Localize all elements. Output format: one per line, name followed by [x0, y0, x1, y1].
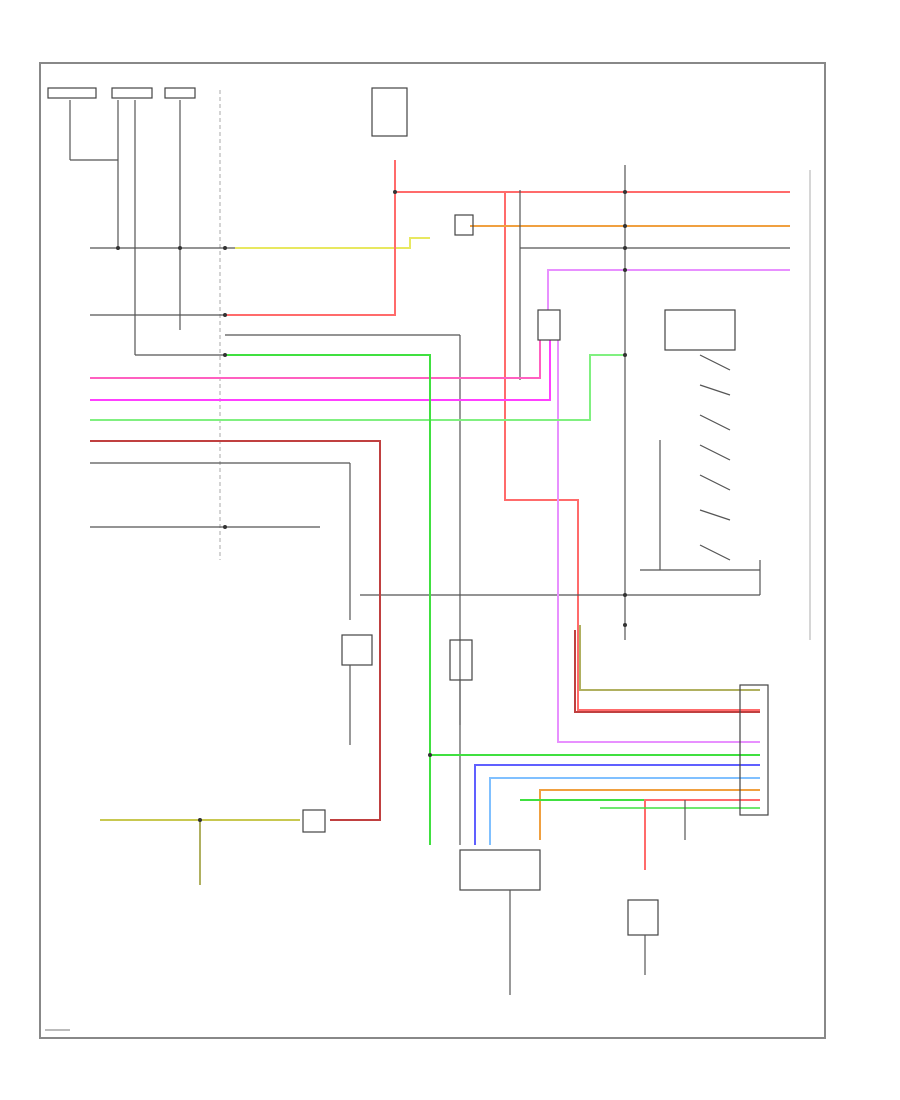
wire-dark-red — [90, 440, 381, 821]
connector-box-bottom-left — [302, 809, 326, 833]
wire-pink-1 — [90, 340, 541, 379]
wire-magenta-1 — [90, 340, 551, 401]
switch-box-left — [341, 634, 373, 666]
switch-box-bottom-mid — [459, 849, 541, 891]
ground-drops — [349, 665, 686, 995]
connector-box-1 — [454, 214, 474, 236]
wire-violet-down — [557, 340, 760, 743]
sensor-box-bottom-right — [627, 899, 659, 936]
wire-blue-1 — [474, 764, 760, 845]
connector-box-2 — [537, 309, 561, 341]
wire-violet-top — [547, 269, 790, 310]
fuse-block-top-left — [47, 87, 196, 355]
wire-green-main — [225, 354, 431, 845]
wire-red-down — [504, 192, 760, 711]
wire-yellow-top — [235, 237, 430, 249]
wire-orange-lower — [539, 789, 760, 840]
wire-red-lower — [644, 799, 760, 870]
connector-terminal-block — [739, 684, 769, 816]
diagram-frame — [39, 62, 826, 1039]
relay-box-top — [371, 87, 408, 137]
wire-light-green-1 — [90, 354, 625, 421]
switch-box-mid — [449, 639, 473, 681]
splice-nodes — [116, 190, 627, 822]
right-gray-wires — [360, 165, 790, 640]
wire-dark-red-lower — [574, 630, 760, 713]
wire-red-main — [225, 160, 396, 316]
wire-olive — [579, 625, 760, 691]
selector-switch-contacts — [640, 309, 760, 571]
wire-light-blue — [489, 777, 760, 845]
left-gray-wires — [90, 247, 461, 845]
